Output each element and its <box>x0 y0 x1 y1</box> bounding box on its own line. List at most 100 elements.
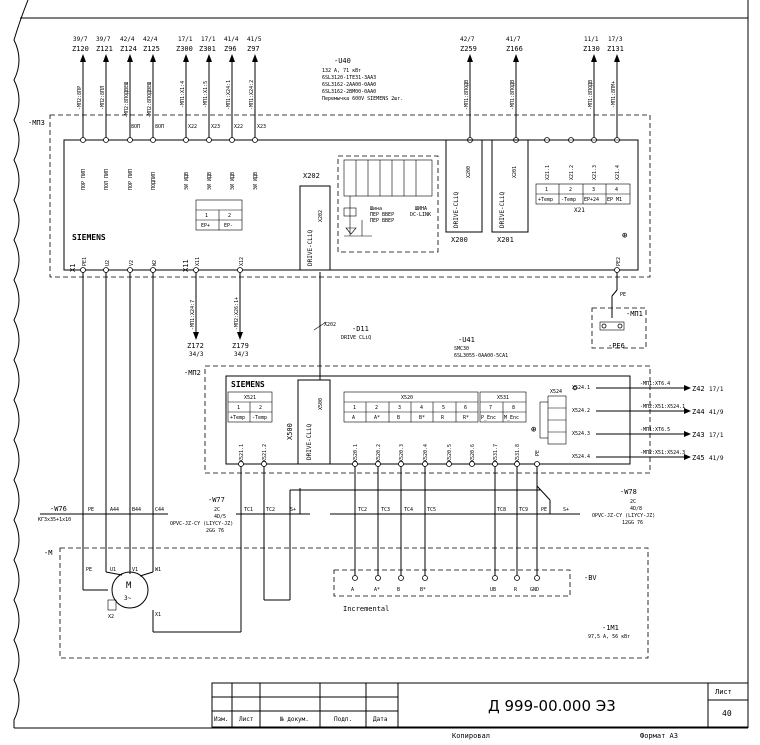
svg-text:4: 4 <box>420 405 423 411</box>
svg-text:SMC30: SMC30 <box>454 346 469 352</box>
svg-text:Перемычка 600V SIEMENS 2шт.: Перемычка 600V SIEMENS 2шт. <box>322 96 403 102</box>
svg-text:+Temp: +Temp <box>230 415 245 421</box>
svg-text:A: A <box>351 587 354 593</box>
svg-text:Z125: Z125 <box>143 45 160 53</box>
svg-text:5: 5 <box>442 405 445 411</box>
top-terminal: 17/3 Z131 -MП1:8ПМ+ <box>607 36 624 140</box>
svg-text:Z130: Z130 <box>583 45 600 53</box>
svg-text:A*: A* <box>374 587 380 593</box>
siemens-logo: SIEMENS <box>72 233 106 242</box>
svg-text:X23: X23 <box>257 124 266 130</box>
svg-text:1: 1 <box>545 187 548 193</box>
svg-text:GND: GND <box>530 587 539 593</box>
x524-ref-row: X524.2 -MП2:X51:X524.1 Z44 41/9 <box>572 404 724 416</box>
motor-symbol: M 3~ PE U1 V1 W1 X2 X1 <box>86 567 161 620</box>
svg-text:-W76: -W76 <box>50 505 67 513</box>
svg-text:X531.8: X531.8 <box>515 444 521 462</box>
svg-text:X23: X23 <box>211 124 220 130</box>
top-terminal: 41/4 Z96 -MП1:X24:1 <box>224 36 239 140</box>
svg-text:X524.4: X524.4 <box>572 454 590 460</box>
svg-text:Дата: Дата <box>373 716 388 723</box>
svg-text:Копировал: Копировал <box>452 732 490 740</box>
svg-text:-MП1: -MП1 <box>626 310 643 318</box>
smc30-module-u41: SIEMENS X521 1 2 +Temp -Temp X500 DRIVE-… <box>225 375 631 467</box>
svg-text:-U41: -U41 <box>458 336 475 344</box>
svg-text:Z96: Z96 <box>224 45 237 53</box>
svg-text:11/1: 11/1 <box>584 36 599 43</box>
ep-terminal-table: 1 2 EP+ EP- <box>195 199 243 231</box>
svg-text:-U40: -U40 <box>334 57 351 65</box>
mp2-cabinet-outline <box>204 365 651 474</box>
ground-symbol: ⊕ <box>531 425 536 435</box>
svg-text:X1: X1 <box>69 264 77 272</box>
svg-text:X22: X22 <box>188 124 197 130</box>
motor-label: -M <box>44 549 52 557</box>
svg-text:EP-: EP- <box>224 223 233 229</box>
svg-text:Z120: Z120 <box>72 45 89 53</box>
svg-text:X521.1: X521.1 <box>239 444 245 462</box>
d11-drive-cliq-cable: X202 -D11 DRIVE CLiQ <box>313 272 371 380</box>
svg-text:41/4: 41/4 <box>224 36 239 43</box>
svg-text:R: R <box>514 587 518 593</box>
svg-text:X21: X21 <box>574 207 585 214</box>
svg-text:2: 2 <box>259 405 262 411</box>
svg-text:U2: U2 <box>105 260 111 266</box>
svg-text:7: 7 <box>489 405 492 411</box>
svg-text:Z124: Z124 <box>120 45 137 53</box>
svg-text:ПЕР ВВЕР: ПЕР ВВЕР <box>370 218 394 224</box>
svg-text:PE: PE <box>535 450 541 456</box>
x524-ref-row: X524.1 -MП1:XT6.4 Z42 17/1 <box>572 381 724 393</box>
dc-link-block: Шина ПЕР ВВЕР ПЕР ВВЕР ШИНА DC-LINK <box>337 155 439 253</box>
x202-drive-cliq-port: X202 DRIVE-CLiQ X202 <box>299 172 331 271</box>
svg-text:-MП1:X24:7: -MП1:X24:7 <box>190 300 196 330</box>
svg-text:Z131: Z131 <box>607 45 624 53</box>
top-terminal: 41/7 Z166 -MП1:8ПОДВ <box>506 36 523 140</box>
svg-text:X1: X1 <box>155 612 161 618</box>
svg-text:EP+: EP+ <box>201 223 210 229</box>
svg-text:Z43: Z43 <box>692 431 705 439</box>
svg-text:-Temp: -Temp <box>252 415 267 421</box>
svg-text:X200: X200 <box>466 166 472 178</box>
svg-text:-MП2:X51:X524.1: -MП2:X51:X524.1 <box>640 404 685 410</box>
top-terminal: 42/7 Z259 -MП1:8ПОДВ <box>460 36 477 140</box>
svg-text:Z42: Z42 <box>692 385 705 393</box>
svg-text:6SL3120-1TE31-3AA3: 6SL3120-1TE31-3AA3 <box>322 75 376 81</box>
svg-text:41/9: 41/9 <box>709 409 724 416</box>
svg-text:X500: X500 <box>286 423 294 440</box>
svg-text:TC3: TC3 <box>381 507 390 513</box>
svg-text:C44: C44 <box>155 507 164 513</box>
bottom-pin-row <box>80 267 620 273</box>
svg-text:41/7: 41/7 <box>506 36 521 43</box>
svg-text:Z121: Z121 <box>96 45 113 53</box>
svg-text:-MП1:8ПОДВ: -MП1:8ПОДВ <box>588 80 594 110</box>
svg-text:X2: X2 <box>108 614 114 620</box>
svg-text:17/1: 17/1 <box>709 386 724 393</box>
svg-text:6SL3162-2AA00-0AA0: 6SL3162-2AA00-0AA0 <box>322 82 376 88</box>
top-terminal: 41/5 Z97 -MП1:X24:2 <box>247 36 262 140</box>
x21-terminal-table: X21.1 X21.2 X21.3 X21.4 1 2 3 4 +Temp -T… <box>535 165 631 241</box>
svg-text:ПОР ПИП: ПОР ПИП <box>81 169 87 190</box>
svg-text:+Temp: +Temp <box>538 197 553 203</box>
x200-drive-cliq-port: DRIVE-CLiQ X200 X200 <box>445 139 483 244</box>
svg-text:X201: X201 <box>497 236 514 244</box>
svg-text:Z172: Z172 <box>187 342 204 350</box>
svg-text:X521.2: X521.2 <box>262 444 268 462</box>
svg-text:3: 3 <box>398 405 401 411</box>
svg-text:UB: UB <box>490 587 496 593</box>
svg-text:PE1: PE1 <box>82 257 88 266</box>
svg-text:Z301: Z301 <box>199 45 216 53</box>
svg-text:-PE6: -PE6 <box>608 342 625 350</box>
svg-text:4D/5: 4D/5 <box>214 514 226 520</box>
top-terminal: 17/1 Z301 -MП1:X1:5 <box>199 36 216 140</box>
svg-text:-BV: -BV <box>584 574 597 582</box>
top-terminal-group: 39/7 Z120 -MП2:8ПР 39/7 Z121 -MП2:8ПЛ 42… <box>72 36 624 140</box>
svg-text:X520: X520 <box>401 395 413 401</box>
svg-text:8ОП: 8ОП <box>131 124 140 130</box>
svg-text:-MП1:XT6.5: -MП1:XT6.5 <box>640 427 670 433</box>
svg-text:132 А, 71 кВт: 132 А, 71 кВт <box>322 68 361 74</box>
svg-text:TC1: TC1 <box>244 507 253 513</box>
svg-text:X520.6: X520.6 <box>470 444 476 462</box>
top-terminal: 39/7 Z121 -MП2:8ПЛ <box>96 36 113 140</box>
svg-text:Z45: Z45 <box>692 454 705 462</box>
svg-text:17/1: 17/1 <box>178 36 193 43</box>
